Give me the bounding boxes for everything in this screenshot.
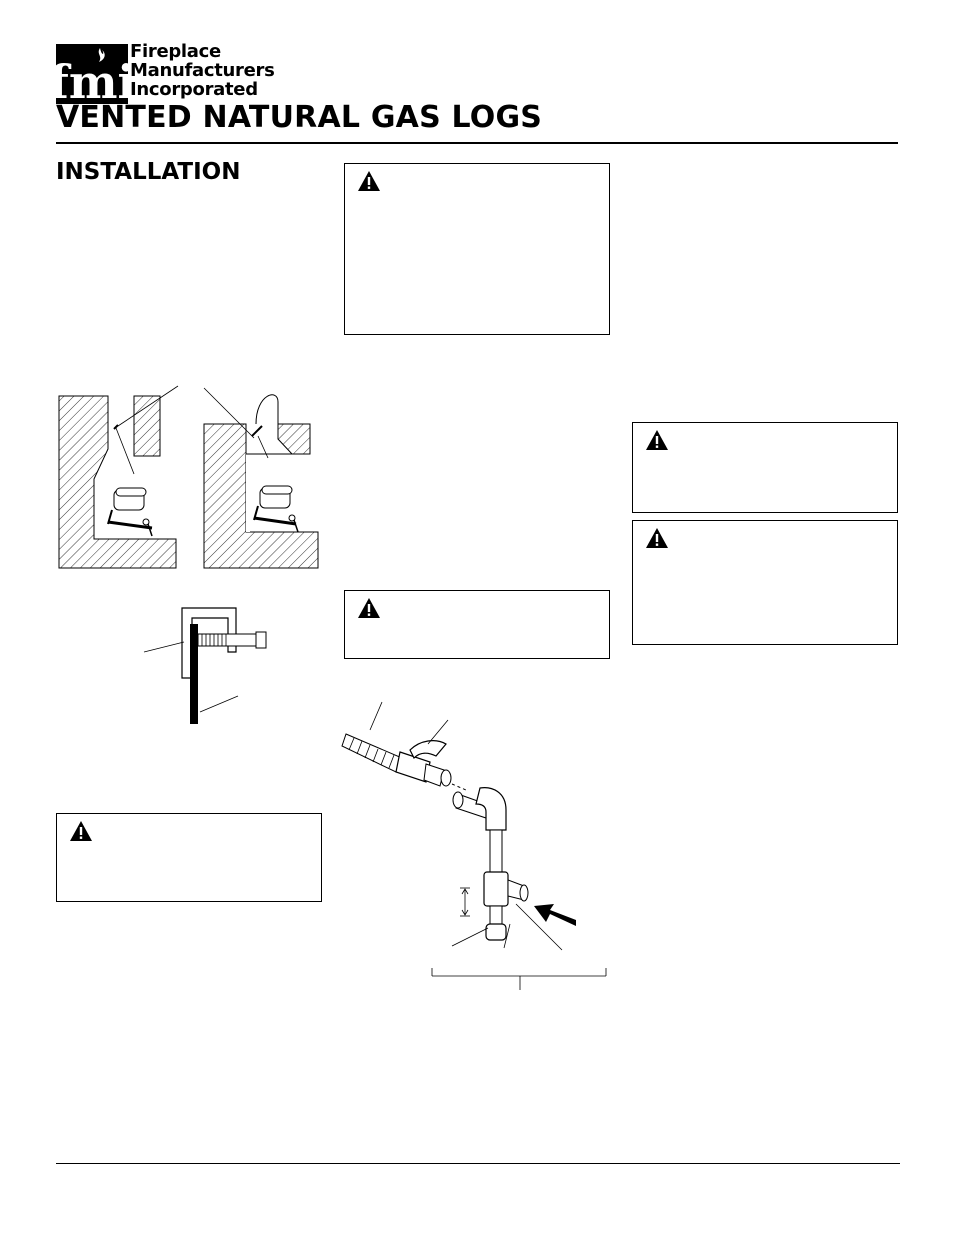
fireplace-cross-section-figure	[56, 384, 322, 572]
fireplace-right-drawing	[203, 387, 319, 569]
company-name-line-3: Incorporated	[130, 79, 258, 100]
flex-connector-drawing	[341, 701, 452, 787]
footer-rule	[56, 1163, 900, 1164]
warning-triangle-icon	[358, 598, 380, 618]
header-rule	[56, 142, 898, 144]
warning-box-top-center	[344, 163, 610, 335]
fmi-logo-mark: fmi	[56, 44, 128, 104]
company-name-line-2: Manufacturers	[130, 60, 275, 81]
warning-triangle-icon	[646, 430, 668, 450]
warning-triangle-icon	[646, 528, 668, 548]
company-logo: fmi	[56, 44, 128, 104]
fireplace-left-drawing	[58, 385, 179, 569]
document-title: VENTED NATURAL GAS LOGS	[56, 100, 543, 135]
section-title: INSTALLATION	[56, 159, 241, 185]
pipe-assembly-drawing	[452, 787, 529, 941]
warning-box-right-2	[632, 520, 898, 645]
warning-box-bottom-left	[56, 813, 322, 902]
warning-triangle-icon	[70, 821, 92, 841]
damper-clamp-figure	[140, 604, 280, 728]
company-name-line-1: Fireplace	[130, 41, 221, 62]
warning-box-right-1	[632, 422, 898, 513]
logo-letters: fmi	[56, 55, 128, 104]
gas-connection-figure	[340, 700, 612, 996]
flow-direction-arrow-icon	[534, 904, 576, 926]
warning-box-middle-center	[344, 590, 610, 659]
warning-triangle-icon	[358, 171, 380, 191]
